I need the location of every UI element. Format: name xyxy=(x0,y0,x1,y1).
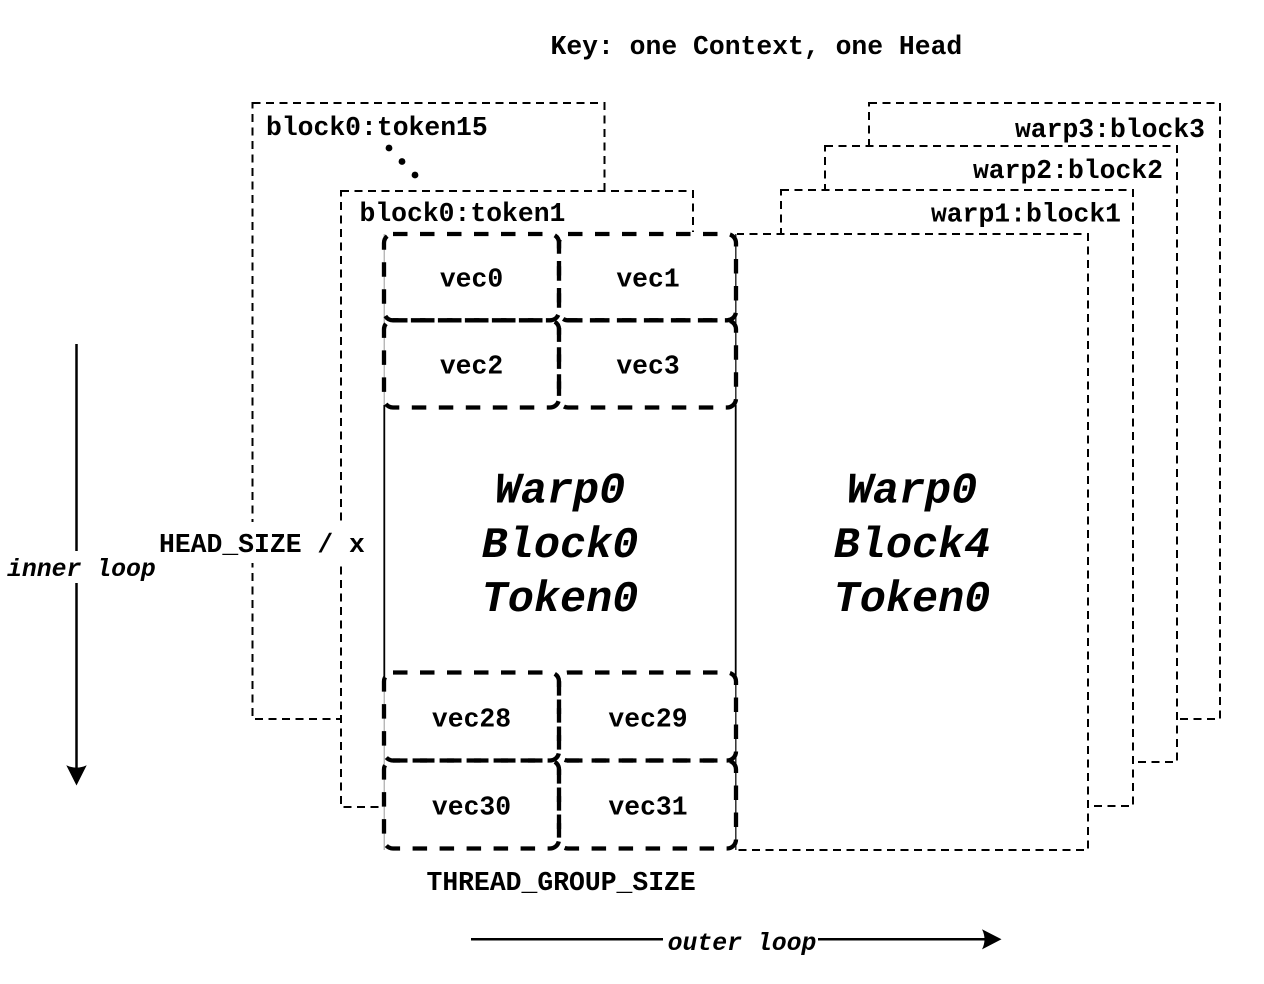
svg-text:Token0: Token0 xyxy=(834,576,991,625)
svg-text:HEAD_SIZE / x: HEAD_SIZE / x xyxy=(159,530,365,560)
svg-text:vec30: vec30 xyxy=(432,793,511,823)
svg-text:warp3:block3: warp3:block3 xyxy=(1015,115,1205,145)
svg-text:Key: one Context, one Head: Key: one Context, one Head xyxy=(551,32,963,62)
svg-text:inner loop: inner loop xyxy=(7,556,156,584)
svg-text:Warp0: Warp0 xyxy=(847,468,978,517)
svg-text:Warp0: Warp0 xyxy=(495,468,626,517)
svg-text:THREAD_GROUP_SIZE: THREAD_GROUP_SIZE xyxy=(427,868,696,898)
svg-text:vec29: vec29 xyxy=(608,705,687,735)
svg-text:warp2:block2: warp2:block2 xyxy=(973,156,1163,186)
svg-text:vec3: vec3 xyxy=(616,352,679,382)
svg-text:block0:token1: block0:token1 xyxy=(360,199,566,229)
svg-text:vec28: vec28 xyxy=(432,705,511,735)
svg-text:warp1:block1: warp1:block1 xyxy=(931,200,1121,230)
svg-text:Block0: Block0 xyxy=(482,522,639,571)
svg-text:outer loop: outer loop xyxy=(668,930,817,958)
svg-text:vec31: vec31 xyxy=(608,793,687,823)
svg-text:vec0: vec0 xyxy=(440,265,503,295)
svg-text:block0:token15: block0:token15 xyxy=(266,113,488,143)
svg-text:Block4: Block4 xyxy=(834,522,991,571)
svg-text:vec2: vec2 xyxy=(440,352,503,382)
svg-text:vec1: vec1 xyxy=(616,265,679,295)
svg-text:Token0: Token0 xyxy=(482,576,639,625)
